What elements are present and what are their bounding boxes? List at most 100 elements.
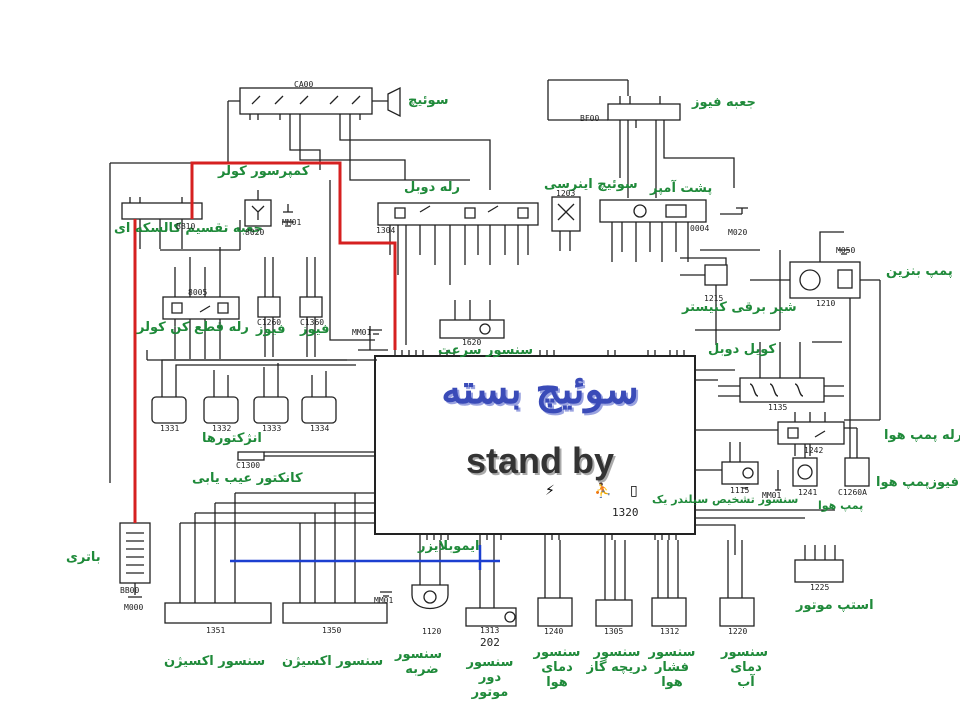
code-1305: 1305 <box>604 627 624 636</box>
label-fuse-2: فیوز <box>300 322 330 337</box>
code-mm01-b: MM01 <box>352 328 372 337</box>
code-bb00: BB00 <box>120 586 140 595</box>
double-relay-box <box>377 202 539 226</box>
code-1350: 1350 <box>322 626 342 635</box>
label-fuse-box: جعبه فیوز <box>692 95 756 110</box>
label-speed-sensor: سنسور سرعت <box>438 343 533 358</box>
code-ca00: CA00 <box>294 80 314 89</box>
code-1240: 1240 <box>544 627 564 636</box>
code-c1300: C1300 <box>236 461 261 470</box>
label-cooler-cut-relay: رله قطع کن کولر <box>137 320 249 335</box>
label-switch: سوئیچ <box>408 93 449 108</box>
ecu-subtitle: stand by <box>465 440 615 481</box>
code-1313: 1313 <box>480 626 500 635</box>
code-1304: 1304 <box>376 226 396 235</box>
knock-sensor-shape <box>411 584 449 609</box>
oxygen-sensor-1351-box <box>164 602 272 624</box>
label-cylinder-sensor: سنسور تشخیص سیلندر یک <box>652 493 799 506</box>
code-202: 202 <box>480 636 500 649</box>
ecu-title: سوئیچ بسته <box>441 366 639 413</box>
code-1241: 1241 <box>798 488 818 497</box>
code-bb10: BB10 <box>176 222 196 231</box>
label-harness-box: جعبه تقسیم کالسکه ای <box>114 221 263 236</box>
label-rpm-sensor: سنسور دور موتور <box>466 655 514 700</box>
label-map-sensor: سنسور فشار هوا <box>648 645 696 690</box>
code-1210: 1210 <box>816 299 836 308</box>
label-throttle-sensor: سنسور دریچه گاز <box>586 645 648 675</box>
label-water-temp-sensor: سنسور دمای آب <box>721 645 768 690</box>
code-c1360: C1360 <box>300 318 325 327</box>
blue-bus-wire <box>230 545 500 570</box>
speed-sensor-box <box>439 319 505 339</box>
fuse-c1360-box <box>299 296 323 318</box>
ecu-top-pins <box>394 350 685 356</box>
battery-feed-wire <box>133 161 397 523</box>
label-cooler-compressor: کمپرسور کولر <box>218 164 310 179</box>
oxygen-sensor-1350-box <box>282 602 388 624</box>
label-injectors: انژکتورها <box>202 431 262 446</box>
code-m020: M020 <box>728 228 748 237</box>
ecu-icon-person: ⛹ <box>594 483 612 499</box>
rpm-sensor-box <box>465 607 517 627</box>
code-1135: 1135 <box>768 403 788 412</box>
fuse-c1260-box <box>257 296 281 318</box>
label-inertia-switch: سوئیچ اینرسی <box>544 177 638 192</box>
label-starter: استپ موتور <box>796 598 874 613</box>
air-pump-box <box>792 457 818 487</box>
ecu-code: 1320 <box>612 506 639 519</box>
code-1115: 1115 <box>730 486 750 495</box>
ecu-icon-bolt: ⚡ <box>545 483 555 499</box>
code-8005: 8005 <box>188 288 208 297</box>
ecu-icon-lamp: ▯ <box>630 483 638 499</box>
code-1333: 1333 <box>262 424 282 433</box>
ecu-bottom-pins <box>419 534 677 540</box>
code-1332: 1332 <box>212 424 232 433</box>
code-c1260a: C1260A <box>838 488 867 497</box>
inertia-switch-box <box>551 196 581 232</box>
ecu-box <box>374 355 696 535</box>
label-ammeter: پشت آمپر <box>650 181 713 196</box>
label-oxygen-sensor-2: سنسور اکسیژن <box>282 654 384 669</box>
code-c1260: C1260 <box>257 318 282 327</box>
label-air-pump: پمپ هوا <box>818 499 864 512</box>
code-1351: 1351 <box>206 626 226 635</box>
air-pump-fuse-box <box>844 457 870 487</box>
code-m000: M000 <box>124 603 144 612</box>
label-oxygen-sensor-1: سنسور اکسیژن <box>164 654 266 669</box>
throttle-sensor-box <box>595 599 633 627</box>
code-1331: 1331 <box>160 424 180 433</box>
injectors-group <box>146 350 377 424</box>
switch-box <box>239 87 373 115</box>
code-1203: 1203 <box>556 189 576 198</box>
code-8020: 8020 <box>245 228 265 237</box>
canister-valve-box <box>704 264 728 286</box>
diag-connector-box <box>237 451 265 461</box>
code-1312: 1312 <box>660 627 680 636</box>
label-immobilizer: ایموبلایزر <box>418 539 480 554</box>
starter-box <box>794 559 844 583</box>
label-double-relay: رله دوبل <box>404 180 461 195</box>
map-sensor-box <box>651 597 687 627</box>
code-mm01-d: MM01 <box>374 596 394 605</box>
code-1242: 1242 <box>804 446 824 455</box>
battery-box <box>119 522 151 584</box>
label-canister-valve: شیر برقی کنیستر <box>682 300 797 315</box>
code-0004: 0004 <box>690 224 710 233</box>
code-1334: 1334 <box>310 424 330 433</box>
label-diag-connector: کانکتور عیب یابی <box>192 471 303 486</box>
label-air-pump-fuse: فیوزپمپ هوا <box>876 475 959 490</box>
label-air-temp-sensor: سنسور دمای هوا <box>533 645 581 690</box>
code-bf00: BF00 <box>580 114 600 123</box>
code-1220: 1220 <box>728 627 748 636</box>
code-mm01-c: MM01 <box>762 491 782 500</box>
double-coil-box <box>739 377 825 403</box>
harness-box <box>121 202 203 220</box>
ammeter-box <box>599 199 707 223</box>
code-1215: 1215 <box>704 294 724 303</box>
label-air-pump-relay: رله پمپ هوا <box>884 428 960 443</box>
label-fuse-1: فیوز <box>256 322 286 337</box>
label-fuel-pump: پمپ بنزین <box>886 264 953 279</box>
code-1120: 1120 <box>422 627 442 636</box>
label-knock-sensor: سنسور ضربه <box>395 647 442 677</box>
